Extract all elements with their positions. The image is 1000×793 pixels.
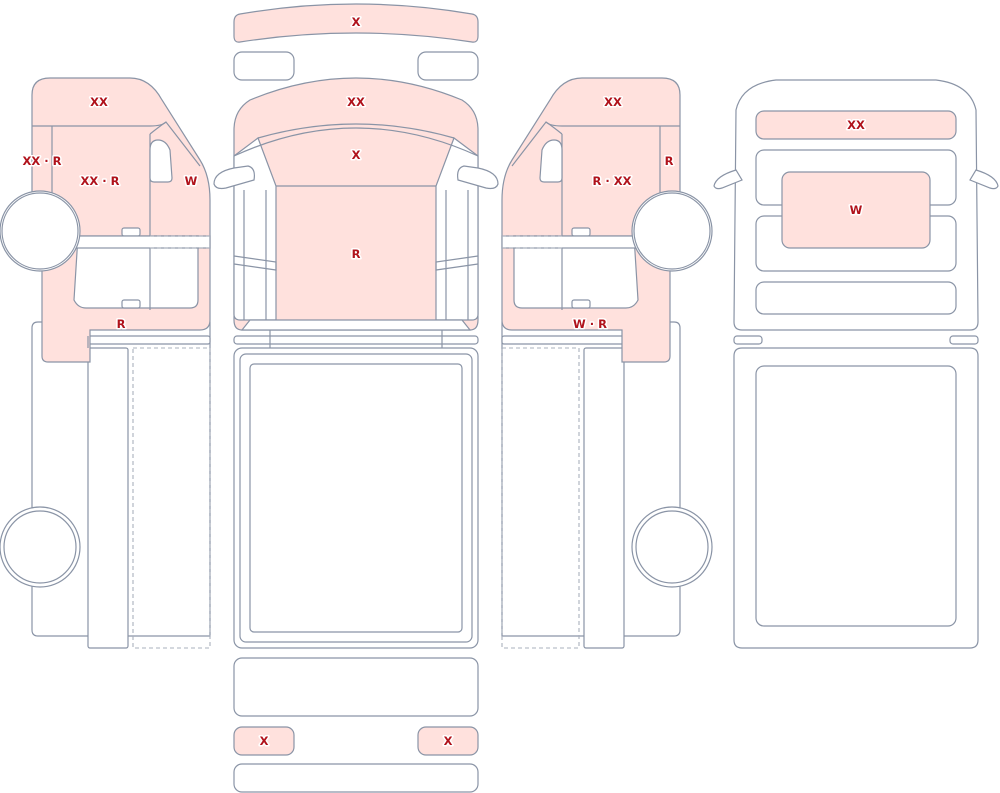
- right-mirror: [539, 139, 563, 183]
- left-mirror: [149, 139, 173, 183]
- front-right-mirror: [969, 169, 999, 190]
- cargo-roof-panel[interactable]: [249, 363, 463, 633]
- front-grille[interactable]: [781, 171, 931, 249]
- right-sliding-door-rail: [583, 347, 625, 649]
- hood-cab-panel[interactable]: [233, 77, 479, 331]
- left-roof-rail: [87, 335, 211, 345]
- left-rear-wheel[interactable]: [3, 510, 77, 584]
- front-right-lamp[interactable]: [417, 51, 479, 81]
- label-left-front-top: XX: [90, 95, 108, 109]
- top-left-mirror: [213, 165, 255, 190]
- left-sliding-door-outline: [132, 347, 211, 649]
- left-window-frame: [149, 121, 201, 167]
- left-side-band: [75, 235, 211, 249]
- rear-bumper[interactable]: [233, 763, 479, 793]
- label-left-pillar: W: [185, 174, 198, 188]
- left-front-wheel[interactable]: [1, 192, 79, 270]
- front-top-bar[interactable]: [755, 110, 957, 140]
- right-side-view: XX R R · XX W · R: [501, 77, 713, 649]
- label-hood-top: XX: [347, 95, 365, 109]
- label-front-grille: W: [850, 203, 863, 217]
- right-door-lower-panel: [513, 235, 639, 309]
- label-rear-left-lamp: X: [260, 734, 269, 748]
- right-rear-wheel[interactable]: [635, 510, 709, 584]
- label-right-pillar: R: [665, 154, 674, 168]
- label-left-door-upper: XX · R: [81, 174, 120, 188]
- left-door-handle-upper[interactable]: [121, 227, 141, 237]
- label-roof-center: R: [352, 247, 361, 261]
- cab-rear-edge: [240, 319, 472, 331]
- right-window-frame: [511, 121, 563, 167]
- rear-right-lamp[interactable]: [417, 726, 479, 756]
- left-mirror-arm: [233, 255, 277, 271]
- left-side-view: XX XX · R XX · R W R: [0, 77, 211, 649]
- front-left-lamp[interactable]: [233, 51, 295, 81]
- right-side-band: [501, 235, 637, 249]
- right-door-handle-upper[interactable]: [571, 227, 591, 237]
- right-roof-rail: [501, 335, 625, 345]
- right-sliding-door-outline: [501, 347, 580, 649]
- front-lower-slot[interactable]: [755, 281, 957, 315]
- label-front-top-bar: XX: [847, 118, 865, 132]
- label-right-door-upper: R · XX: [593, 174, 632, 188]
- rear-door-panel[interactable]: [233, 657, 479, 717]
- front-lower-panel[interactable]: [755, 365, 957, 627]
- front-left-mirror: [713, 169, 743, 190]
- top-right-mirror: [457, 165, 499, 190]
- windshield-inner-edge: [257, 123, 455, 139]
- windshield-top-edge: [233, 127, 479, 157]
- top-view: X XX X R X: [213, 3, 499, 793]
- front-right-hinge: [949, 335, 979, 345]
- label-rear-right-lamp: X: [444, 734, 453, 748]
- rear-left-lamp[interactable]: [233, 726, 295, 756]
- cab-roof-seam: [233, 335, 479, 345]
- left-door-handle-lower[interactable]: [121, 299, 141, 309]
- label-left-front-mid: XX · R: [23, 154, 62, 168]
- label-windshield: X: [352, 148, 361, 162]
- right-mirror-arm: [435, 255, 479, 271]
- roof-visor-panel[interactable]: [233, 3, 479, 43]
- front-view: XX W: [713, 79, 999, 649]
- left-door-lower-panel: [73, 235, 199, 309]
- right-door-handle-lower[interactable]: [571, 299, 591, 309]
- front-left-hinge: [733, 335, 763, 345]
- label-right-front-top: XX: [604, 95, 622, 109]
- left-sliding-door-rail: [87, 347, 129, 649]
- label-roof-visor: X: [352, 15, 361, 29]
- label-right-sill: W · R: [573, 317, 607, 331]
- label-left-sill: R: [117, 317, 126, 331]
- right-front-wheel[interactable]: [633, 192, 711, 270]
